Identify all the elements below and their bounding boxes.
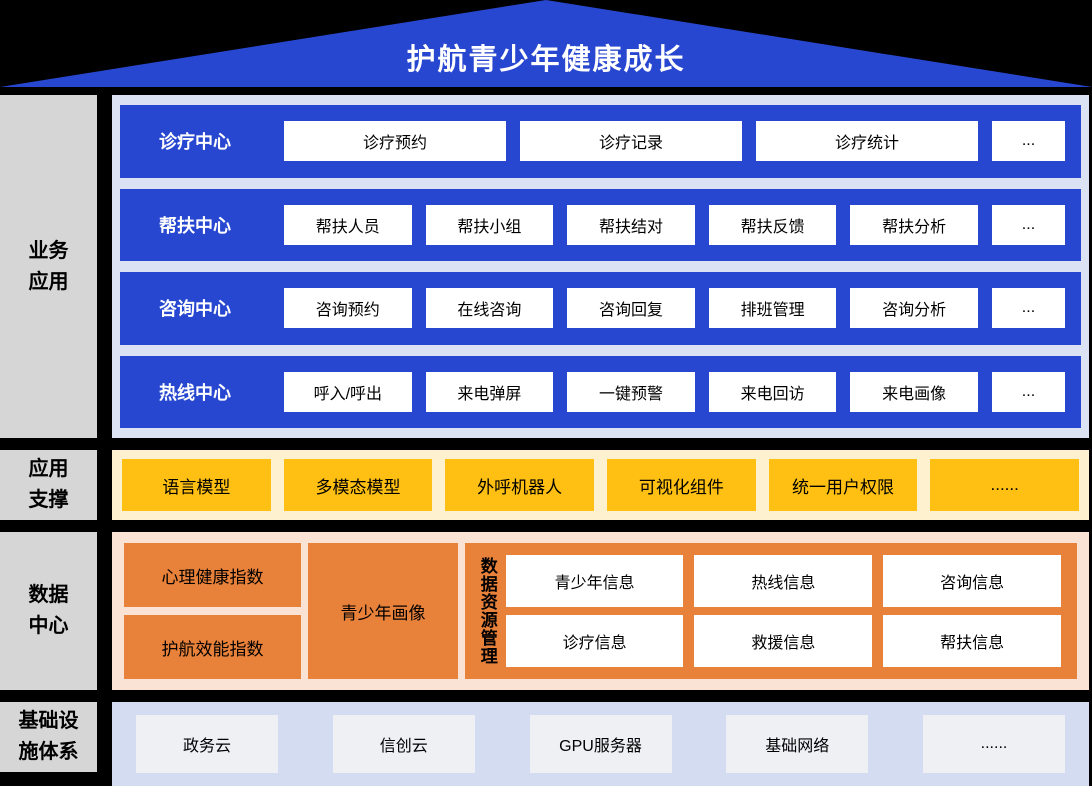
module-box: 诊疗预约 bbox=[284, 121, 506, 162]
section-label-line: 数据 bbox=[28, 584, 69, 606]
infra-box: 基础网络 bbox=[726, 715, 869, 773]
support-box: 统一用户权限 bbox=[768, 459, 918, 511]
module-box: 帮扶分析 bbox=[850, 204, 978, 245]
support-box-more: ...... bbox=[930, 459, 1080, 511]
page-title: 护航青少年健康成长 bbox=[406, 44, 686, 76]
datacenter-panel: 心理健康指数 护航效能指数 青少年画像 数据资源管理 青少年信息 热线信息 咨询… bbox=[112, 532, 1089, 690]
portrait-box: 青少年画像 bbox=[308, 543, 458, 679]
module-box: 来电回访 bbox=[708, 371, 837, 412]
row-label: 帮扶中心 bbox=[159, 215, 231, 236]
business-row-clinic: 诊疗中心 诊疗预约 诊疗记录 诊疗统计 ... bbox=[120, 105, 1081, 178]
info-box: 诊疗信息 bbox=[505, 615, 684, 667]
section-support: 应用 支撑 语言模型 多模态模型 外呼机器人 可视化组件 统一用户权限 ....… bbox=[0, 450, 1092, 520]
module-box: 来电画像 bbox=[850, 371, 978, 412]
business-row-hotline: 热线中心 呼入/呼出 来电弹屏 一键预警 来电回访 来电画像 ... bbox=[120, 355, 1081, 428]
module-box: 一键预警 bbox=[567, 371, 695, 412]
infra-box: 政务云 bbox=[136, 715, 278, 773]
infra-box: GPU服务器 bbox=[529, 715, 672, 773]
section-label-line: 应用 bbox=[28, 458, 69, 480]
info-box: 咨询信息 bbox=[883, 555, 1061, 607]
section-label-business: 业务 应用 bbox=[0, 95, 97, 438]
infra-box: 信创云 bbox=[332, 715, 475, 773]
index-box: 心理健康指数 bbox=[124, 543, 301, 607]
support-box: 可视化组件 bbox=[607, 459, 756, 511]
module-box: 来电弹屏 bbox=[425, 371, 554, 412]
module-box: 咨询分析 bbox=[850, 288, 978, 329]
more-box: ... bbox=[991, 204, 1065, 245]
module-box: 诊疗记录 bbox=[520, 121, 742, 162]
support-panel: 语言模型 多模态模型 外呼机器人 可视化组件 统一用户权限 ...... bbox=[112, 450, 1089, 520]
section-infrastructure: 基础设 施体系 政务云 信创云 GPU服务器 基础网络 ...... bbox=[0, 702, 1092, 786]
more-box: ... bbox=[991, 288, 1065, 329]
section-label-datacenter: 数据 中心 bbox=[0, 532, 97, 690]
index-column: 心理健康指数 护航效能指数 bbox=[124, 543, 301, 679]
banner: 护航青少年健康成长 bbox=[0, 0, 1092, 87]
info-box: 青少年信息 bbox=[505, 555, 684, 607]
module-box: 咨询预约 bbox=[284, 288, 412, 329]
info-grid: 青少年信息 热线信息 咨询信息 诊疗信息 救援信息 帮扶信息 bbox=[505, 555, 1061, 667]
section-business: 业务 应用 诊疗中心 诊疗预约 诊疗记录 诊疗统计 ... 帮扶中心 帮扶人员 … bbox=[0, 95, 1092, 438]
support-box: 多模态模型 bbox=[283, 459, 433, 511]
business-row-consult: 咨询中心 咨询预约 在线咨询 咨询回复 排班管理 咨询分析 ... bbox=[120, 272, 1081, 345]
module-box: 帮扶结对 bbox=[567, 204, 695, 245]
section-label-line: 支撑 bbox=[28, 489, 69, 511]
info-box: 热线信息 bbox=[694, 555, 873, 607]
index-box: 护航效能指数 bbox=[124, 615, 301, 679]
section-label-support: 应用 支撑 bbox=[0, 450, 97, 520]
resource-panel: 数据资源管理 青少年信息 热线信息 咨询信息 诊疗信息 救援信息 帮扶信息 bbox=[465, 543, 1077, 679]
business-panel: 诊疗中心 诊疗预约 诊疗记录 诊疗统计 ... 帮扶中心 帮扶人员 帮扶小组 帮… bbox=[112, 95, 1089, 438]
row-label: 咨询中心 bbox=[159, 299, 231, 320]
info-box: 救援信息 bbox=[694, 615, 873, 667]
section-datacenter: 数据 中心 心理健康指数 护航效能指数 青少年画像 数据资源管理 青少年信息 热… bbox=[0, 532, 1092, 690]
section-label-line: 基础设 bbox=[18, 710, 79, 732]
business-row-assist: 帮扶中心 帮扶人员 帮扶小组 帮扶结对 帮扶反馈 帮扶分析 ... bbox=[120, 188, 1081, 261]
module-box: 帮扶反馈 bbox=[708, 204, 837, 245]
infrastructure-panel: 政务云 信创云 GPU服务器 基础网络 ...... bbox=[112, 702, 1089, 786]
module-box: 诊疗统计 bbox=[756, 121, 978, 162]
section-label-line: 施体系 bbox=[18, 741, 79, 763]
resource-label-vertical: 数据资源管理 bbox=[477, 557, 497, 665]
more-box: ... bbox=[991, 371, 1065, 412]
module-box: 帮扶人员 bbox=[284, 204, 412, 245]
module-box: 呼入/呼出 bbox=[284, 371, 412, 412]
section-label-infrastructure: 基础设 施体系 bbox=[0, 702, 97, 772]
info-box: 帮扶信息 bbox=[883, 615, 1061, 667]
infra-box-more: ...... bbox=[923, 715, 1065, 773]
module-box: 排班管理 bbox=[708, 288, 837, 329]
section-label-line: 业务 bbox=[28, 239, 69, 262]
support-box: 外呼机器人 bbox=[445, 459, 595, 511]
module-box: 咨询回复 bbox=[567, 288, 695, 329]
row-label: 诊疗中心 bbox=[159, 132, 231, 153]
module-box: 在线咨询 bbox=[425, 288, 554, 329]
support-box: 语言模型 bbox=[122, 459, 271, 511]
section-label-line: 应用 bbox=[28, 270, 69, 293]
section-label-line: 中心 bbox=[28, 615, 69, 637]
more-box: ... bbox=[992, 121, 1065, 162]
row-label: 热线中心 bbox=[159, 382, 231, 403]
module-box: 帮扶小组 bbox=[425, 204, 554, 245]
